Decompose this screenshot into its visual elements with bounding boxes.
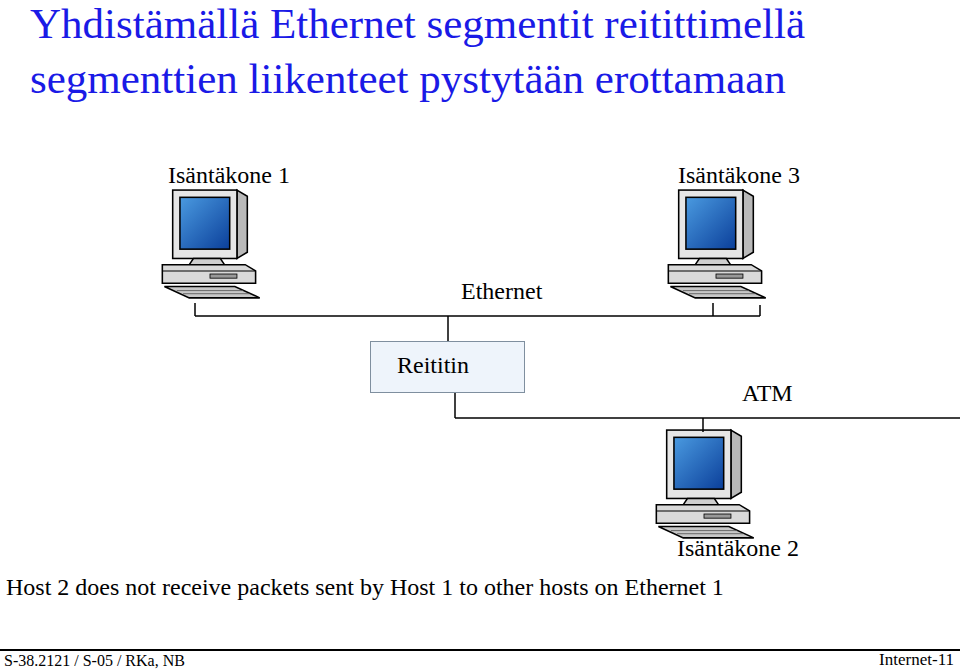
- host-computer: [162, 190, 259, 298]
- bus-end: [759, 305, 761, 316]
- router-box: Reititin: [370, 341, 525, 393]
- host-stub: [194, 303, 196, 316]
- caption: Host 2 does not receive packets sent by …: [6, 574, 724, 602]
- host-computer: [668, 190, 765, 298]
- host-stub: [702, 418, 704, 432]
- network-label: Ethernet: [461, 278, 542, 306]
- footer-rule: [0, 649, 960, 651]
- ethernet-bus: [195, 315, 760, 317]
- network-label: ATM: [742, 380, 793, 408]
- router-label: Reititin: [397, 352, 469, 379]
- router-stub: [447, 316, 449, 341]
- router-stub: [454, 393, 456, 418]
- host-label: Isäntäkone 3: [678, 162, 800, 190]
- host-label: Isäntäkone 2: [677, 535, 799, 563]
- host-computer: [656, 430, 753, 538]
- host-stub: [712, 303, 714, 316]
- footer-text: S-38.2121 / S-05 / RKa, NB: [4, 652, 185, 670]
- host-label: Isäntäkone 1: [168, 162, 290, 190]
- page-number: Internet-11: [879, 650, 954, 670]
- atm-line: [455, 417, 960, 419]
- slide-title: Yhdistämällä Ethernet segmentit reititti…: [30, 0, 945, 106]
